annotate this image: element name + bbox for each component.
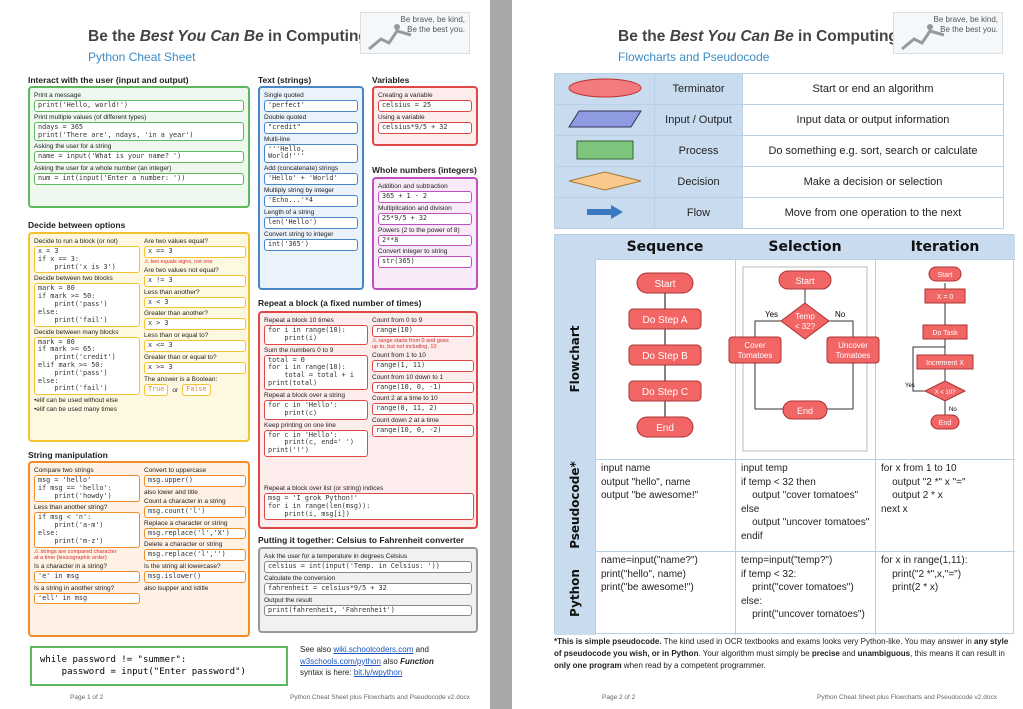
footer-doc: Python Cheat Sheet plus Flowcharts and P…	[290, 694, 470, 701]
col-sequence: Sequence	[626, 239, 704, 255]
sequence-flowchart: Start Do Step A Do Step B Do Step C End	[628, 272, 702, 438]
decide-box: Decide to run a block (or not)x = 3 if x…	[28, 232, 250, 442]
seq-step-b: Do Step B	[642, 351, 688, 362]
svg-text:Tomatoes: Tomatoes	[738, 351, 773, 360]
code-print-multi: ndays = 365 print('There are', ndays, 'i…	[34, 121, 244, 142]
section-decide: Decide between options	[28, 220, 126, 230]
row-flowchart: Flowchart	[568, 325, 582, 393]
sel-start: Start	[795, 276, 815, 286]
code-int-input: num = int(input('Enter a number: '))	[34, 173, 244, 186]
section-variables: Variables	[372, 75, 410, 85]
sel-yes: Yes	[765, 310, 778, 319]
sel-decision-l2: < 32?	[795, 322, 816, 331]
page-2: Be the Best You Can Be in Computing. Flo…	[512, 0, 1023, 709]
pseudo-iteration: for x from 1 to 10 output "2 *" x "=" ou…	[881, 463, 966, 515]
iteration-flowchart: Start X = 0 Do Task Increment X X < 10? …	[905, 266, 974, 430]
section-strings: String manipulation	[28, 450, 108, 460]
code-print: print('Hello, world!')	[34, 100, 244, 112]
link-bitly[interactable]: bit.ly/wpython	[353, 668, 403, 678]
python-sequence: name=input("name?") print("hello", name)…	[601, 555, 698, 593]
runner-figure-icon	[368, 24, 412, 51]
flowcharts: Start Do Step A Do Step B Do Step C End …	[628, 266, 974, 452]
svg-text:X < 10?: X < 10?	[935, 390, 957, 396]
pseudo-selection: input temp if temp < 32 then output "cov…	[741, 463, 870, 542]
section-putting-together: Putting it together: Celsius to Fahrenhe…	[258, 535, 464, 545]
seq-step-a: Do Step A	[642, 315, 687, 326]
school-logo: Be brave, be kind, Be the best you.	[360, 12, 470, 54]
decision-shape-icon	[568, 170, 641, 191]
flow-arrow-icon	[586, 204, 623, 219]
svg-text:Cover: Cover	[744, 341, 766, 350]
footer-page: Page 1 of 2	[70, 694, 104, 701]
while-loop-example: while password != "summer": password = i…	[30, 646, 288, 686]
section-repeat: Repeat a block (a fixed number of times)	[258, 298, 422, 308]
section-interact: Interact with the user (input and output…	[28, 75, 189, 85]
page-1: Be the Best You Can Be in Computing. Pyt…	[0, 0, 490, 709]
seq-start: Start	[654, 279, 675, 290]
footer-page: Page 2 of 2	[602, 694, 636, 701]
col-iteration: Iteration	[910, 239, 980, 255]
converter-box: Ask the user for a temperature in degree…	[258, 547, 478, 633]
code-input: name = input('What is your name? ')	[34, 151, 244, 164]
page-title: Be the Best You Can Be in Computing.	[618, 28, 903, 45]
seq-step-c: Do Step C	[642, 387, 688, 398]
page-title: Be the Best You Can Be in Computing.	[88, 28, 373, 45]
footer-doc: Python Cheat Sheet plus Flowcharts and P…	[817, 694, 997, 701]
process-shape-icon	[576, 140, 633, 159]
row-python: Python	[568, 569, 582, 617]
svg-text:Do Task: Do Task	[932, 330, 958, 337]
seq-end: End	[656, 423, 674, 434]
link-schoolcoders[interactable]: wiki.schoolcoders.com	[333, 645, 414, 654]
python-iteration: for x in range(1,11): print("2 *",x,"=")…	[881, 555, 968, 593]
sel-decision-l1: Temp	[795, 312, 815, 321]
svg-text:No: No	[949, 407, 957, 413]
link-w3schools[interactable]: w3schools.com/python	[300, 656, 381, 666]
runner-figure-icon	[901, 24, 945, 51]
svg-text:Tomatoes: Tomatoes	[836, 351, 871, 360]
row-pseudocode: Pseudocode*	[568, 461, 582, 549]
svg-text:Start: Start	[938, 272, 953, 279]
text-box: Single quoted'perfect' Double quoted"cre…	[258, 86, 364, 290]
svg-text:Increment X: Increment X	[926, 360, 964, 367]
svg-text:Yes: Yes	[905, 383, 915, 389]
svg-text:Uncover: Uncover	[838, 341, 868, 350]
school-logo: Be brave, be kind, Be the best you.	[893, 12, 1003, 54]
python-selection: temp=input("temp?") if temp < 32: print(…	[741, 555, 865, 620]
page-subtitle: Python Cheat Sheet	[88, 50, 196, 64]
col-selection: Selection	[768, 239, 842, 255]
pseudocode-footnote: *This is simple pseudocode. The kind use…	[554, 637, 1009, 670]
svg-text:End: End	[939, 420, 952, 427]
terminator-shape-icon	[568, 78, 641, 97]
pseudo-sequence: input name output "hello", name output "…	[601, 463, 699, 501]
sel-end: End	[797, 406, 813, 416]
section-text: Text (strings)	[258, 75, 312, 85]
svg-text:X = 0: X = 0	[937, 294, 954, 301]
sel-no: No	[835, 310, 846, 319]
comparison-grid: Sequence Selection Iteration Flowchart P…	[554, 234, 1015, 635]
section-integers: Whole numbers (integers)	[372, 165, 477, 175]
page-subtitle: Flowcharts and Pseudocode	[618, 50, 770, 64]
io-shape-icon	[567, 110, 642, 127]
